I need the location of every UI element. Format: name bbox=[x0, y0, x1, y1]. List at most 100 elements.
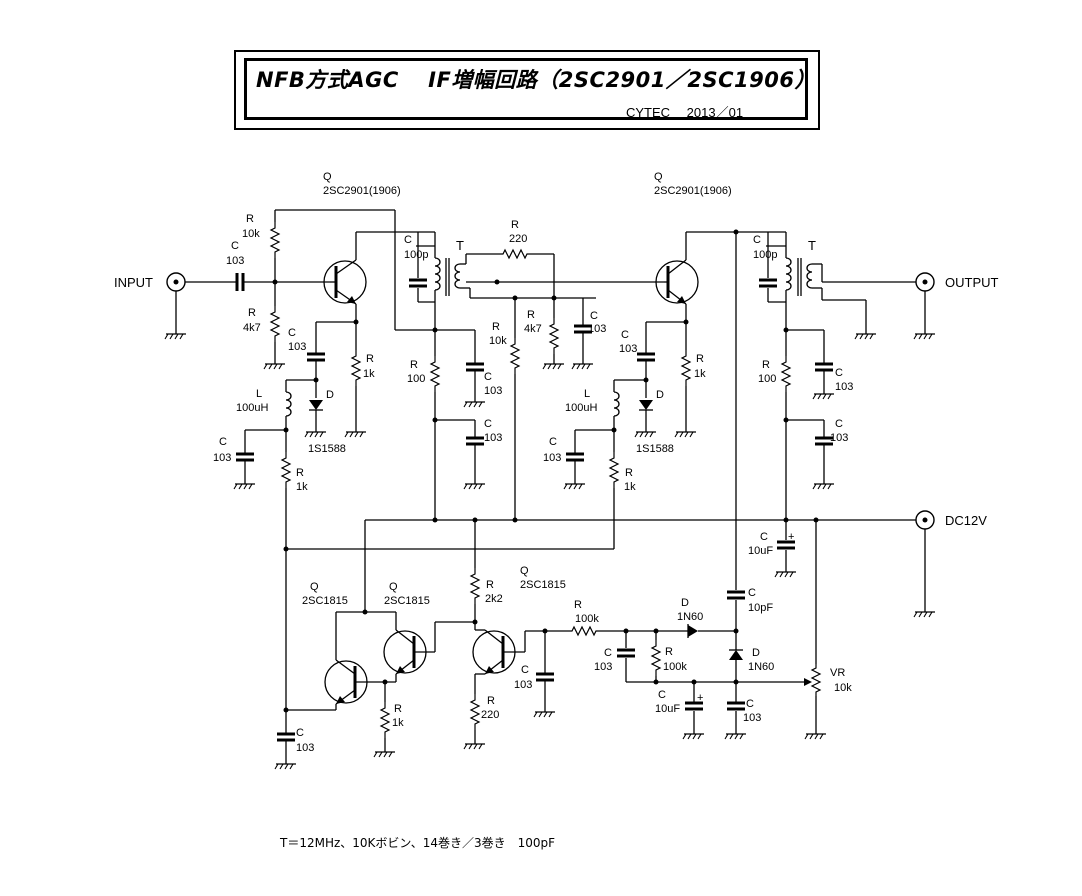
r11-resistor bbox=[781, 355, 791, 393]
d3-label: D bbox=[681, 597, 689, 609]
c5-label: C bbox=[484, 371, 492, 383]
q5-part: 2SC1815 bbox=[520, 579, 566, 591]
r16-resistor bbox=[651, 639, 661, 677]
svg-text:+: + bbox=[697, 692, 703, 704]
r8-label: R bbox=[527, 309, 535, 321]
r5-value: 100 bbox=[407, 373, 425, 385]
c11-value: 103 bbox=[835, 381, 853, 393]
r13-resistor bbox=[380, 701, 390, 739]
c15-capacitor bbox=[534, 664, 556, 690]
r2-value: 4k7 bbox=[243, 322, 261, 334]
q4-part: 2SC1815 bbox=[384, 595, 430, 607]
q4-transistor bbox=[383, 629, 435, 675]
r11-value: 100 bbox=[758, 373, 776, 385]
l1-label: L bbox=[256, 388, 262, 400]
q1-label: Q bbox=[323, 171, 332, 183]
q2-transistor bbox=[655, 259, 699, 305]
d1-label: D bbox=[326, 389, 334, 401]
c12-label: C bbox=[835, 418, 843, 430]
c3-label: C bbox=[219, 436, 227, 448]
l2-label: L bbox=[584, 388, 590, 400]
r9-label: R bbox=[696, 353, 704, 365]
input-capacitor bbox=[235, 273, 245, 291]
l1-value: 100uH bbox=[236, 402, 268, 414]
r14-label: R bbox=[487, 695, 495, 707]
r10-label: R bbox=[625, 467, 633, 479]
q3-part: 2SC1815 bbox=[302, 595, 348, 607]
d4-diode bbox=[729, 649, 743, 660]
r6-resistor bbox=[496, 249, 534, 259]
r15-resistor bbox=[565, 626, 603, 636]
l2-value: 100uH bbox=[565, 402, 597, 414]
q3-transistor bbox=[324, 659, 396, 705]
c8-value: 103 bbox=[619, 343, 637, 355]
r1-resistor bbox=[270, 221, 280, 259]
title-frame-inner bbox=[244, 58, 808, 120]
input-connector bbox=[164, 272, 187, 340]
t1-label: T bbox=[456, 238, 464, 253]
c11-label: C bbox=[835, 367, 843, 379]
c8-capacitor bbox=[635, 344, 657, 370]
c3-value: 103 bbox=[213, 452, 231, 464]
r13-value: 1k bbox=[392, 717, 404, 729]
d1-diode bbox=[309, 400, 323, 411]
c14-label: C bbox=[296, 727, 304, 739]
c19-value: 103 bbox=[743, 712, 761, 724]
t1-primary bbox=[434, 257, 441, 291]
c6-capacitor bbox=[464, 428, 486, 454]
c14-value: 103 bbox=[296, 742, 314, 754]
r7-resistor bbox=[510, 337, 520, 375]
d4-label: D bbox=[752, 647, 760, 659]
r16-value: 100k bbox=[663, 661, 687, 673]
r9-resistor bbox=[681, 349, 691, 387]
r5-label: R bbox=[410, 359, 418, 371]
dc-connector bbox=[913, 510, 936, 618]
c16-label: C bbox=[748, 587, 756, 599]
d2-label: D bbox=[656, 389, 664, 401]
c6-label: C bbox=[484, 418, 492, 430]
l2-inductor bbox=[613, 391, 620, 417]
r10-resistor bbox=[609, 451, 619, 489]
c14-capacitor bbox=[275, 724, 297, 750]
output-label: OUTPUT bbox=[945, 275, 999, 290]
q4-label: Q bbox=[389, 581, 398, 593]
c16-value: 10pF bbox=[748, 602, 773, 614]
r12-label: R bbox=[486, 579, 494, 591]
vr-value: 10k bbox=[834, 682, 852, 694]
r3-label: R bbox=[366, 353, 374, 365]
r10-value: 1k bbox=[624, 481, 636, 493]
c17-label: C bbox=[604, 647, 612, 659]
output-connector bbox=[913, 272, 936, 340]
c12-value: 103 bbox=[830, 432, 848, 444]
r13-label: R bbox=[394, 703, 402, 715]
c17-value: 103 bbox=[594, 661, 612, 673]
q3-label: Q bbox=[310, 581, 319, 593]
c7-label: C bbox=[590, 310, 598, 322]
d1-part: 1S1588 bbox=[308, 443, 346, 455]
t2-label: T bbox=[808, 238, 816, 253]
r1-label: R bbox=[246, 213, 254, 225]
q2-part: 2SC2901(1906) bbox=[654, 185, 732, 197]
input-label: INPUT bbox=[114, 275, 153, 290]
r15-label: R bbox=[574, 599, 582, 611]
r7-value: 10k bbox=[489, 335, 507, 347]
r3-value: 1k bbox=[363, 368, 375, 380]
d4-part: 1N60 bbox=[748, 661, 774, 673]
dc-label: DC12V bbox=[945, 513, 987, 528]
r6-value: 220 bbox=[509, 233, 527, 245]
r14-value: 220 bbox=[481, 709, 499, 721]
r9-value: 1k bbox=[694, 368, 706, 380]
c18-label: C bbox=[658, 689, 666, 701]
c5-value: 103 bbox=[484, 385, 502, 397]
c18-electrolytic: + bbox=[685, 692, 703, 711]
q1-part: 2SC2901(1906) bbox=[323, 185, 401, 197]
r15-value: 100k bbox=[575, 613, 599, 625]
r4-label: R bbox=[296, 467, 304, 479]
c6-value: 103 bbox=[484, 432, 502, 444]
r3-resistor bbox=[351, 349, 361, 387]
r2-resistor bbox=[270, 305, 280, 343]
r12-resistor bbox=[470, 567, 480, 605]
r2-label: R bbox=[248, 307, 256, 319]
c9-capacitor bbox=[564, 444, 586, 470]
c-in-value: 103 bbox=[226, 255, 244, 267]
